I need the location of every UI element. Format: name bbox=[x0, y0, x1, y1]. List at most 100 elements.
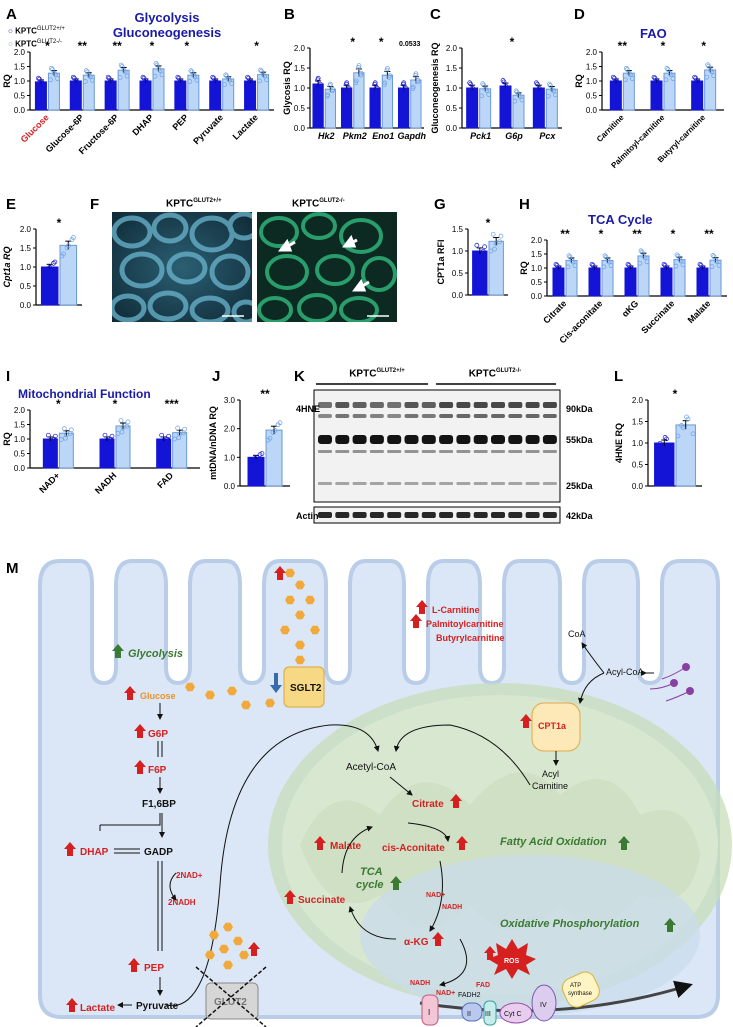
y-tick-label: 0.0 bbox=[294, 124, 306, 133]
category-label: PEP bbox=[170, 112, 190, 132]
y-tick-label: 0.5 bbox=[632, 461, 644, 470]
panel-label-j: J bbox=[212, 368, 221, 385]
bar-wt bbox=[609, 80, 622, 111]
y-tick-label: 1.5 bbox=[446, 64, 458, 73]
bar-wt bbox=[654, 442, 675, 487]
category-label: G6p bbox=[505, 131, 523, 141]
significance-label: * bbox=[45, 40, 50, 53]
bar-ko bbox=[488, 240, 504, 296]
bar-wt bbox=[369, 87, 381, 129]
bar-wt bbox=[174, 80, 187, 111]
category-label: NADH bbox=[93, 470, 118, 495]
bar-ko bbox=[512, 94, 525, 129]
bar-wt bbox=[104, 80, 117, 111]
label-cpt1a: CPT1a bbox=[538, 721, 567, 731]
y-axis-label: RQ bbox=[2, 432, 12, 446]
y-tick-label: 0.0 bbox=[14, 464, 26, 473]
y-tick-label: 0.5 bbox=[20, 282, 32, 291]
significance-label: * bbox=[150, 40, 155, 53]
y-axis-label: Glycosis RQ bbox=[282, 61, 292, 115]
bar-ko bbox=[257, 74, 270, 111]
label-cis-aconitate: cis-Aconitate bbox=[382, 843, 445, 854]
y-tick-label: 2.0 bbox=[531, 236, 543, 245]
y-tick-label: 1.5 bbox=[452, 225, 464, 234]
size-25: 25kDa bbox=[566, 481, 594, 491]
category-label: NAD+ bbox=[37, 470, 62, 495]
label-oxphos: Oxidative Phosphorylation bbox=[500, 918, 640, 930]
label-ros: ROS bbox=[504, 958, 520, 965]
significance-label: * bbox=[254, 40, 259, 53]
significance-label: * bbox=[673, 388, 678, 401]
bar-ko bbox=[704, 69, 717, 111]
bar-wt bbox=[156, 438, 172, 469]
bar-wt bbox=[624, 267, 637, 297]
bar-ko bbox=[479, 88, 492, 129]
y-tick-label: 1.0 bbox=[452, 247, 464, 256]
bar-wt bbox=[34, 81, 47, 111]
y-tick-label: 0.0 bbox=[452, 291, 464, 300]
bar-ko bbox=[172, 432, 188, 469]
panel-label-c: C bbox=[430, 6, 441, 23]
western-blot: 4HNE Actin 90kDa 55kDa 25kDa 42kDa bbox=[296, 383, 594, 524]
bar-wt bbox=[397, 87, 410, 129]
y-axis-label: RQ bbox=[2, 74, 12, 88]
y-tick-label: 2.0 bbox=[20, 225, 32, 234]
significance-label: * bbox=[379, 35, 384, 49]
panel-label-m: M bbox=[6, 560, 19, 577]
category-label: Pck1 bbox=[470, 131, 491, 141]
chart-i: 0.00.51.01.52.0RQ*NAD+*NADH***FAD bbox=[2, 398, 200, 496]
bar-wt bbox=[552, 267, 565, 297]
significance-label: ** bbox=[78, 40, 88, 53]
y-tick-label: 1.5 bbox=[20, 244, 32, 253]
bar-wt bbox=[466, 87, 479, 129]
category-label: Gapdh bbox=[398, 131, 427, 141]
panel-label-d: D bbox=[574, 6, 585, 23]
y-tick-label: 0.5 bbox=[294, 104, 306, 113]
label-atp: ATP bbox=[570, 983, 581, 989]
y-tick-label: 0.0 bbox=[14, 106, 26, 115]
y-tick-label: 0.0 bbox=[20, 301, 32, 310]
significance-label: * bbox=[671, 228, 676, 241]
bar-wt bbox=[99, 438, 115, 469]
category-label: Lactate bbox=[231, 112, 260, 141]
category-label: Eno1 bbox=[372, 131, 394, 141]
y-tick-label: 1.0 bbox=[294, 84, 306, 93]
label-f6p: F6P bbox=[148, 765, 167, 776]
bar-ko bbox=[673, 259, 686, 297]
bar-wt bbox=[139, 80, 152, 111]
label-acyl-coa: Acyl-CoA bbox=[606, 667, 644, 677]
significance-label: * bbox=[701, 40, 706, 53]
significance-label: * bbox=[486, 216, 491, 230]
y-tick-label: 2.0 bbox=[446, 44, 458, 53]
label-akg: α-KG bbox=[404, 937, 429, 948]
y-tick-label: 1.5 bbox=[531, 250, 543, 259]
y-tick-label: 0.5 bbox=[586, 92, 598, 101]
label-tca: TCA bbox=[360, 866, 383, 878]
panel-label-i: I bbox=[6, 368, 11, 385]
significance-label: *** bbox=[165, 398, 179, 411]
y-tick-label: 0.0 bbox=[224, 482, 236, 491]
bar-ko bbox=[117, 69, 130, 111]
y-tick-label: 0.0 bbox=[632, 482, 644, 491]
bar-ko bbox=[663, 72, 676, 111]
label-complex-i: I bbox=[428, 1008, 430, 1017]
bar-wt bbox=[40, 266, 59, 306]
legend: ○ KPTCGLUT2+/+ ○ KPTCGLUT2-/- bbox=[8, 24, 65, 49]
label-fadh2: FADH2 bbox=[458, 992, 481, 999]
bar-ko bbox=[709, 259, 722, 297]
panel-label-h: H bbox=[519, 196, 530, 213]
category-label: DHAP bbox=[130, 112, 155, 137]
bar-ko bbox=[47, 72, 60, 111]
chart-a: 0.00.51.01.52.0RQ*Glucose**Glucose-6P**F… bbox=[2, 40, 274, 156]
panel-label-b: B bbox=[284, 6, 295, 23]
panel-label-f: F bbox=[90, 196, 100, 213]
label-complex-ii: II bbox=[467, 1011, 471, 1018]
y-tick-label: 0.5 bbox=[14, 92, 26, 101]
y-tick-label: 1.0 bbox=[446, 84, 458, 93]
y-tick-label: 1.0 bbox=[14, 77, 26, 86]
legend-wt: ○ KPTCGLUT2+/+ bbox=[8, 26, 65, 36]
